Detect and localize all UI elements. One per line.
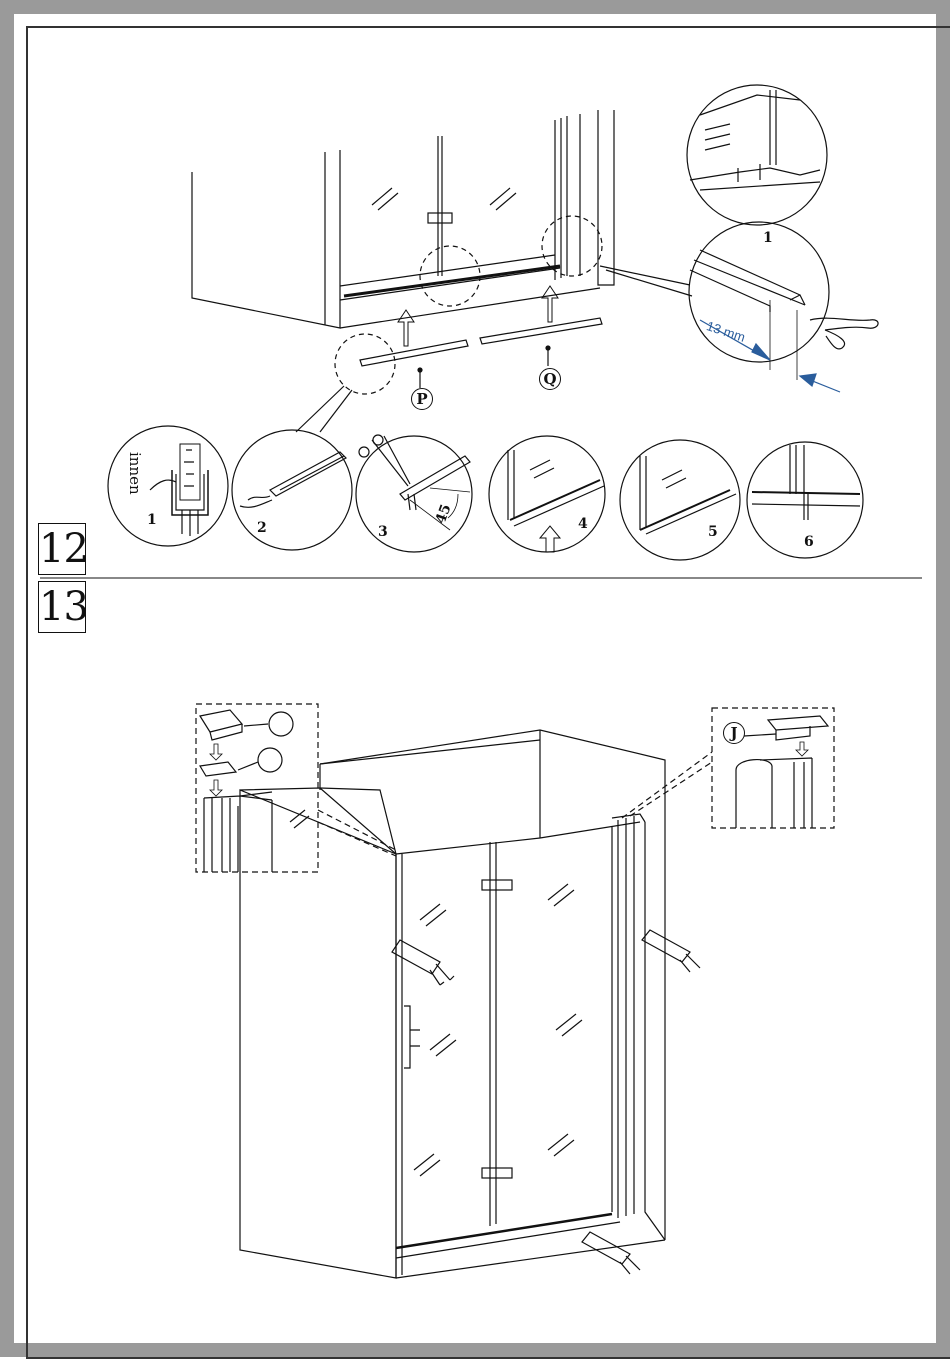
substep-label-2: 2 — [257, 520, 267, 536]
detail-seal-circle — [600, 222, 878, 392]
substep-label-4: 4 — [578, 516, 588, 532]
step-number-12: 12 — [38, 523, 86, 575]
part-label-q: Q — [539, 368, 561, 390]
substep-circle-5 — [620, 440, 740, 560]
substep-label-1: 1 — [147, 512, 157, 528]
substep-label-5: 5 — [708, 524, 718, 540]
substep-label-3: 3 — [378, 524, 388, 540]
substep-circle-3 — [356, 435, 472, 552]
detail-label-1: 1 — [763, 230, 773, 246]
step-number-13: 13 — [38, 581, 86, 633]
substep-circle-4 — [489, 436, 605, 552]
detail-top-right-circle — [687, 85, 827, 225]
substep-label-6: 6 — [804, 534, 814, 550]
inside-label: innen — [126, 452, 144, 495]
step13-enclosure — [240, 730, 712, 1278]
part-label-j: J — [723, 722, 745, 744]
part-label-p: P — [411, 388, 433, 410]
substep-circle-2 — [232, 430, 352, 550]
